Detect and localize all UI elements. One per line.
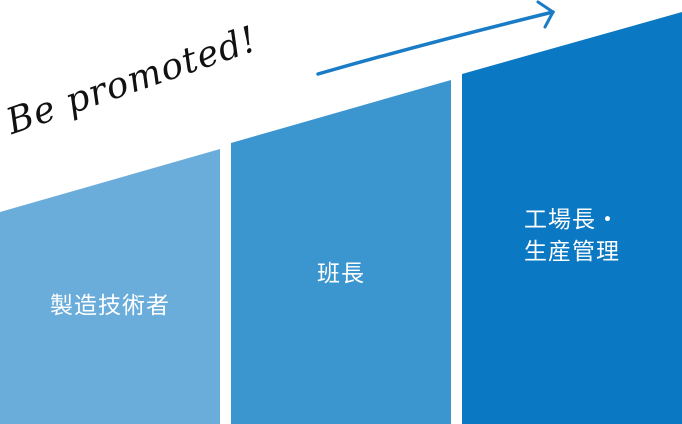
- step-1-label: 製造技術者: [50, 293, 170, 319]
- step-3-block: [462, 12, 682, 424]
- step-3-label: 工場長・ 生産管理: [462, 204, 682, 268]
- step-2-label: 班長: [317, 261, 365, 287]
- step-3-label-line2: 生産管理: [524, 239, 620, 265]
- step-1-block: [0, 149, 220, 424]
- arrow-icon: [316, 0, 555, 76]
- step-3-label-line1: 工場長・: [524, 207, 620, 233]
- step-2-block: [231, 80, 451, 424]
